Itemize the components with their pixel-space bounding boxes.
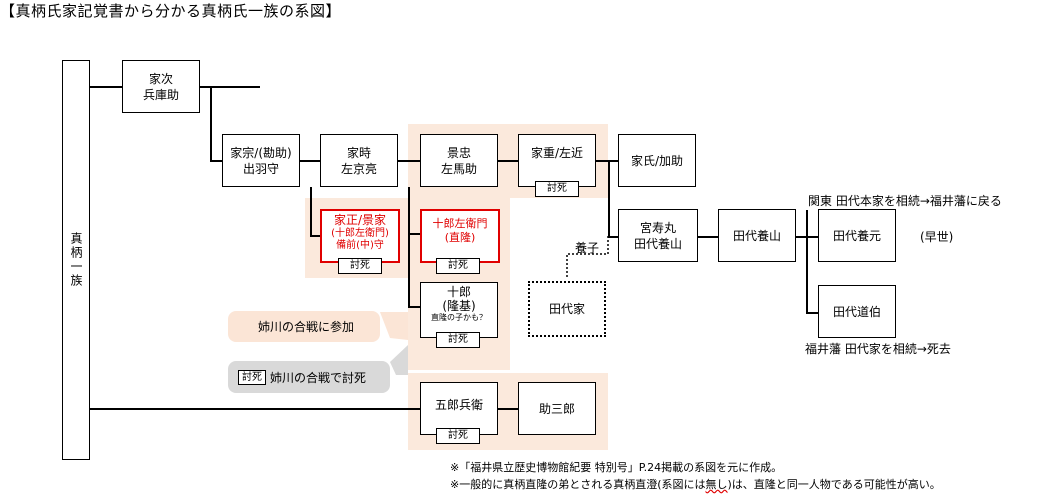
- node-juro-saemon: 十郎左衛門 (直隆): [420, 209, 500, 263]
- node-ietoki-name: 家時: [346, 145, 371, 160]
- line: [608, 160, 610, 236]
- legend-anegawa-join-text: 姉川の合戦に参加: [258, 320, 355, 334]
- node-juro-name: 十郎: [446, 285, 471, 299]
- node-ietoki-title: 左京亮: [340, 161, 377, 176]
- footnote-2-c: )は、直隆と同一人物である可能性が高い。: [727, 478, 941, 491]
- node-juro-note: 直隆の子かも？: [431, 313, 487, 322]
- line: [408, 187, 410, 307]
- node-iemasa-title: 備前(中)守: [336, 240, 384, 251]
- node-miyajumaru-name: 宮寿丸: [639, 220, 676, 235]
- line: [408, 233, 420, 235]
- page-title: 【真柄氏家記覚書から分かる真柄氏一族の系図】: [0, 2, 342, 20]
- line: [310, 187, 312, 235]
- annotation-fukui: 福井藩 田代家を相続→死去: [805, 342, 951, 356]
- node-iemune-name: 家宗/(勘助): [230, 145, 292, 160]
- node-juro-saemon-alias: (直隆): [444, 231, 476, 244]
- node-yozan: 田代養山: [718, 209, 796, 262]
- adopted-label: 養子: [575, 241, 600, 255]
- line: [796, 236, 806, 238]
- line: [300, 160, 320, 162]
- line: [210, 86, 212, 160]
- annotation-kanto: 関東 田代本家を相続→福井藩に戻る: [808, 194, 1002, 208]
- node-kagetada-title: 左馬助: [440, 161, 477, 176]
- node-juro: 十郎 (隆基) 直隆の子かも？: [420, 282, 498, 338]
- node-ieuji: 家氏/加助: [618, 134, 696, 187]
- node-iesige: 家重/左近: [518, 134, 596, 187]
- node-iemasa-alias: (十郎左衛門): [331, 228, 389, 239]
- killed-badge-iemasa: 討死: [338, 258, 382, 274]
- node-ieji-title: 兵庫助: [142, 87, 179, 102]
- node-iesige-name: 家重/左近: [530, 146, 584, 160]
- line: [200, 86, 260, 88]
- node-yogen: 田代養元: [818, 209, 896, 262]
- line: [498, 408, 518, 410]
- line: [806, 236, 818, 238]
- line: [596, 160, 618, 162]
- node-gorobyoe-name: 五郎兵衛: [434, 398, 483, 412]
- footnote-2-a: ※一般的に真柄直隆の弟とされる真柄直澄(系図には: [450, 478, 706, 491]
- node-juro-alias: (隆基): [442, 299, 476, 313]
- node-kagetada: 景忠 左馬助: [420, 134, 498, 187]
- node-iemune: 家宗/(勘助) 出羽守: [222, 134, 300, 187]
- line: [408, 306, 420, 308]
- footnote-1: ※「福井県立歴史博物館紀要 特別号」P.24掲載の系図を元に作成。: [450, 461, 783, 474]
- node-juro-saemon-name: 十郎左衛門: [432, 217, 488, 230]
- node-iemasa-name: 家正/景家: [333, 213, 387, 227]
- line: [90, 408, 420, 410]
- killed-badge-juro-saemon: 討死: [436, 258, 480, 274]
- node-ieuji-name: 家氏/加助: [630, 153, 684, 168]
- node-yogen-name: 田代養元: [832, 228, 881, 243]
- node-tashiro-ke: 田代家: [528, 281, 606, 337]
- clan-label: 真柄一族: [69, 232, 83, 288]
- node-iemasa: 家正/景家 (十郎左衛門) 備前(中)守: [320, 209, 400, 263]
- killed-badge-gorobyoe: 討死: [436, 428, 480, 444]
- node-miyajumaru: 宮寿丸 田代養山: [618, 209, 698, 262]
- node-kagetada-name: 景忠: [446, 145, 471, 160]
- line: [498, 160, 518, 162]
- killed-badge-iesige: 討死: [535, 181, 579, 197]
- node-suke-saburo: 助三郎: [518, 382, 596, 435]
- line: [90, 86, 122, 88]
- node-dohaku-name: 田代道伯: [832, 304, 881, 319]
- line: [310, 235, 320, 237]
- footnote-2: ※一般的に真柄直隆の弟とされる真柄直澄(系図には無し)は、直隆と同一人物である可…: [450, 476, 941, 493]
- annotation-hayase: (早世): [920, 230, 954, 244]
- clan-box: 真柄一族: [62, 60, 90, 460]
- legend-killed-badge: 討死: [238, 369, 266, 385]
- node-ieji-name: 家次: [148, 71, 173, 86]
- legend-anegawa-death: 討死 姉川の合戦で討死: [228, 361, 390, 393]
- line: [608, 236, 620, 238]
- legend-anegawa-death-text: 姉川の合戦で討死: [270, 370, 367, 385]
- node-iemune-title: 出羽守: [242, 161, 279, 176]
- killed-badge-juro: 討死: [436, 332, 480, 348]
- footnote-2-b: 無し: [705, 478, 728, 491]
- node-dohaku: 田代道伯: [818, 285, 896, 338]
- node-miyajumaru-alias: 田代養山: [633, 236, 682, 251]
- node-tashiro-ke-name: 田代家: [548, 302, 585, 316]
- line: [806, 210, 808, 312]
- node-ieji: 家次 兵庫助: [122, 60, 200, 113]
- line: [210, 160, 222, 162]
- line: [398, 160, 420, 162]
- node-suke-saburo-name: 助三郎: [538, 401, 575, 416]
- node-yozan-name: 田代養山: [732, 228, 781, 243]
- line: [806, 312, 818, 314]
- node-gorobyoe: 五郎兵衛: [420, 382, 498, 435]
- legend-anegawa-join: 姉川の合戦に参加: [228, 311, 380, 342]
- line: [698, 236, 718, 238]
- node-ietoki: 家時 左京亮: [320, 134, 398, 187]
